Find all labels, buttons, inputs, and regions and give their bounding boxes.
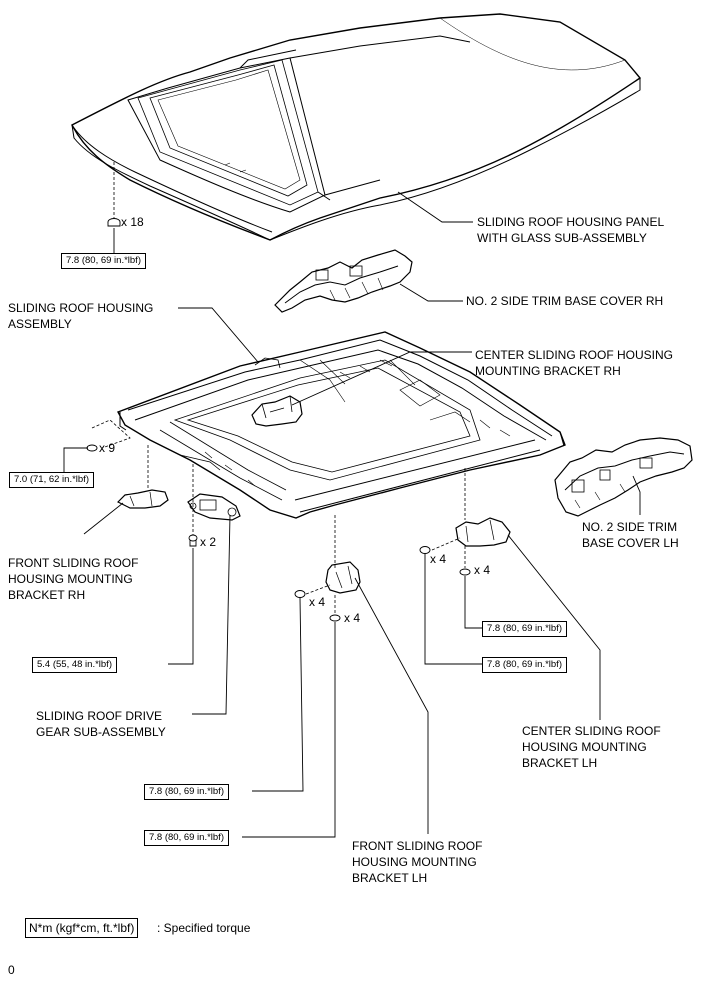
housing-assembly-drawing (117, 331, 566, 519)
label-side-trim-rh: NO. 2 SIDE TRIM BASE COVER RH (466, 294, 664, 308)
label-center-bracket-lh: CENTER SLIDING ROOF HOUSING MOUNTING BRA… (522, 724, 661, 770)
bolt-icon (419, 546, 431, 554)
center-lines (91, 162, 466, 614)
qty-center-lh-b: x 4 (474, 563, 491, 577)
bolt-icon (86, 444, 98, 452)
center-bracket-lh-drawing (455, 517, 511, 547)
torque-box-front-lh-lower: 7.8 (80, 69 in.*lbf) (144, 830, 229, 846)
fasteners (86, 218, 471, 622)
side-trim-lh-drawing (554, 437, 693, 517)
label-front-bracket-rh: FRONT SLIDING ROOF HOUSING MOUNTING BRAC… (8, 556, 139, 602)
front-bracket-lh-drawing (325, 561, 361, 594)
qty-panel: x 18 (121, 215, 144, 229)
nut-icon (459, 568, 471, 576)
torque-box-center-lh-lower: 7.8 (80, 69 in.*lbf) (482, 657, 567, 673)
qty-front-rh: x 9 (99, 441, 116, 455)
torque-box-center-lh-upper: 7.8 (80, 69 in.*lbf) (482, 621, 567, 637)
leader-lines (63, 191, 641, 838)
legend-description: : Specified torque (157, 921, 251, 935)
side-trim-rh-drawing (274, 249, 413, 313)
drive-gear-drawing (187, 493, 241, 521)
label-side-trim-lh: NO. 2 SIDE TRIM BASE COVER LH (582, 520, 679, 550)
label-housing-assembly: SLIDING ROOF HOUSING ASSEMBLY (8, 301, 154, 331)
center-bracket-rh-drawing (251, 395, 303, 427)
corner-mark: 0 (8, 963, 15, 977)
legend-torque-unit: N*m (kgf*cm, ft.*lbf) (25, 918, 139, 938)
torque-box-drive-gear: 5.4 (55, 48 in.*lbf) (32, 657, 117, 673)
qty-center-lh-a: x 4 (430, 552, 447, 566)
label-drive-gear: SLIDING ROOF DRIVE GEAR SUB-ASSEMBLY (36, 709, 166, 739)
label-front-bracket-lh: FRONT SLIDING ROOF HOUSING MOUNTING BRAC… (352, 839, 483, 885)
torque-box-front-rh: 7.0 (71, 62 in.*lbf) (9, 472, 94, 488)
bolt-icon (294, 590, 306, 598)
torque-box-panel: 7.8 (80, 69 in.*lbf) (61, 253, 146, 269)
front-bracket-rh-drawing (116, 489, 169, 509)
qty-front-lh-b: x 4 (344, 611, 361, 625)
torque-box-front-lh-upper: 7.8 (80, 69 in.*lbf) (144, 784, 229, 800)
nut-icon (329, 614, 341, 622)
roof-panel-drawing (71, 13, 642, 241)
qty-drive-gear: x 2 (200, 535, 217, 549)
label-housing-panel: SLIDING ROOF HOUSING PANEL WITH GLASS SU… (477, 215, 665, 245)
qty-front-lh-a: x 4 (309, 595, 326, 609)
label-center-bracket-rh: CENTER SLIDING ROOF HOUSING MOUNTING BRA… (475, 348, 674, 378)
